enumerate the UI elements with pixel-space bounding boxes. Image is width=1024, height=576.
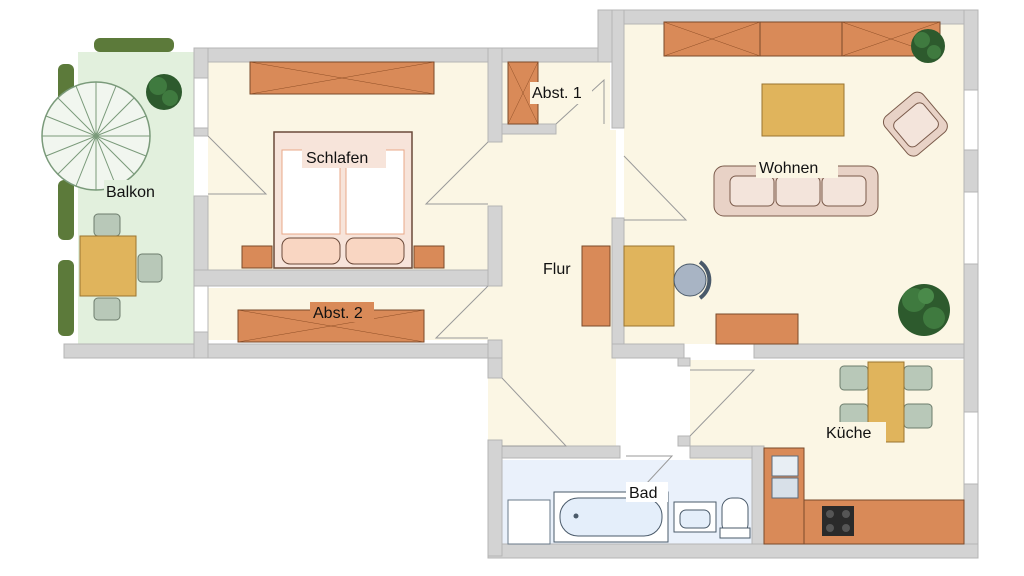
hall-furniture: [581, 245, 611, 327]
nightstand-left: [241, 245, 273, 269]
balcony-furniture: [41, 38, 182, 336]
hedge-left-3: [58, 260, 74, 336]
balcony-table: [79, 235, 137, 297]
hedge-top: [94, 38, 174, 52]
hedge-left-2: [58, 180, 74, 240]
room-label-balkon: Balkon: [106, 184, 155, 201]
shelf-bath: [507, 499, 551, 545]
armchair: [882, 91, 948, 157]
room-label-abst1: Abst. 1: [532, 85, 582, 102]
plant-icon: [898, 284, 950, 336]
sink-icon: [771, 455, 799, 499]
sofa: [713, 165, 879, 217]
bathroom-furniture: [507, 491, 751, 545]
living-furniture: [623, 21, 950, 345]
balcony-chair-bottom: [93, 297, 121, 321]
plant-icon: [146, 74, 182, 110]
kitchen-furniture: [763, 361, 965, 545]
room-label-abst2: Abst. 2: [313, 305, 363, 322]
kitchen-chair: [903, 403, 933, 429]
room-label-wohnen: Wohnen: [759, 160, 818, 177]
office-chair: [673, 260, 712, 300]
hall-cabinet: [581, 245, 611, 327]
wall-unit-2: [759, 21, 843, 57]
plant-icon: [911, 29, 945, 63]
stove-icon: [822, 506, 854, 536]
room-label-kueche: Küche: [826, 425, 871, 442]
room-label-flur: Flur: [543, 261, 571, 278]
washbasin-icon: [673, 501, 717, 533]
sideboard: [715, 313, 799, 345]
balcony-chair-right: [137, 253, 163, 283]
toilet-icon: [719, 497, 751, 539]
walls: [63, 9, 979, 559]
coffee-table: [761, 83, 845, 137]
kitchen-chair: [839, 365, 869, 391]
balcony-chair-top: [93, 213, 121, 237]
kitchen-chair: [903, 365, 933, 391]
room-label-bad: Bad: [629, 485, 657, 502]
doors: [207, 78, 756, 485]
desk: [623, 245, 675, 327]
room-label-schlafen: Schlafen: [306, 150, 368, 167]
nightstand-right: [413, 245, 445, 269]
parasol-icon: [41, 81, 151, 191]
room-labels: Balkon Schlafen Abst. 1 Abst. 2 Flur Woh…: [104, 82, 886, 502]
storage2-furniture: [237, 309, 425, 343]
